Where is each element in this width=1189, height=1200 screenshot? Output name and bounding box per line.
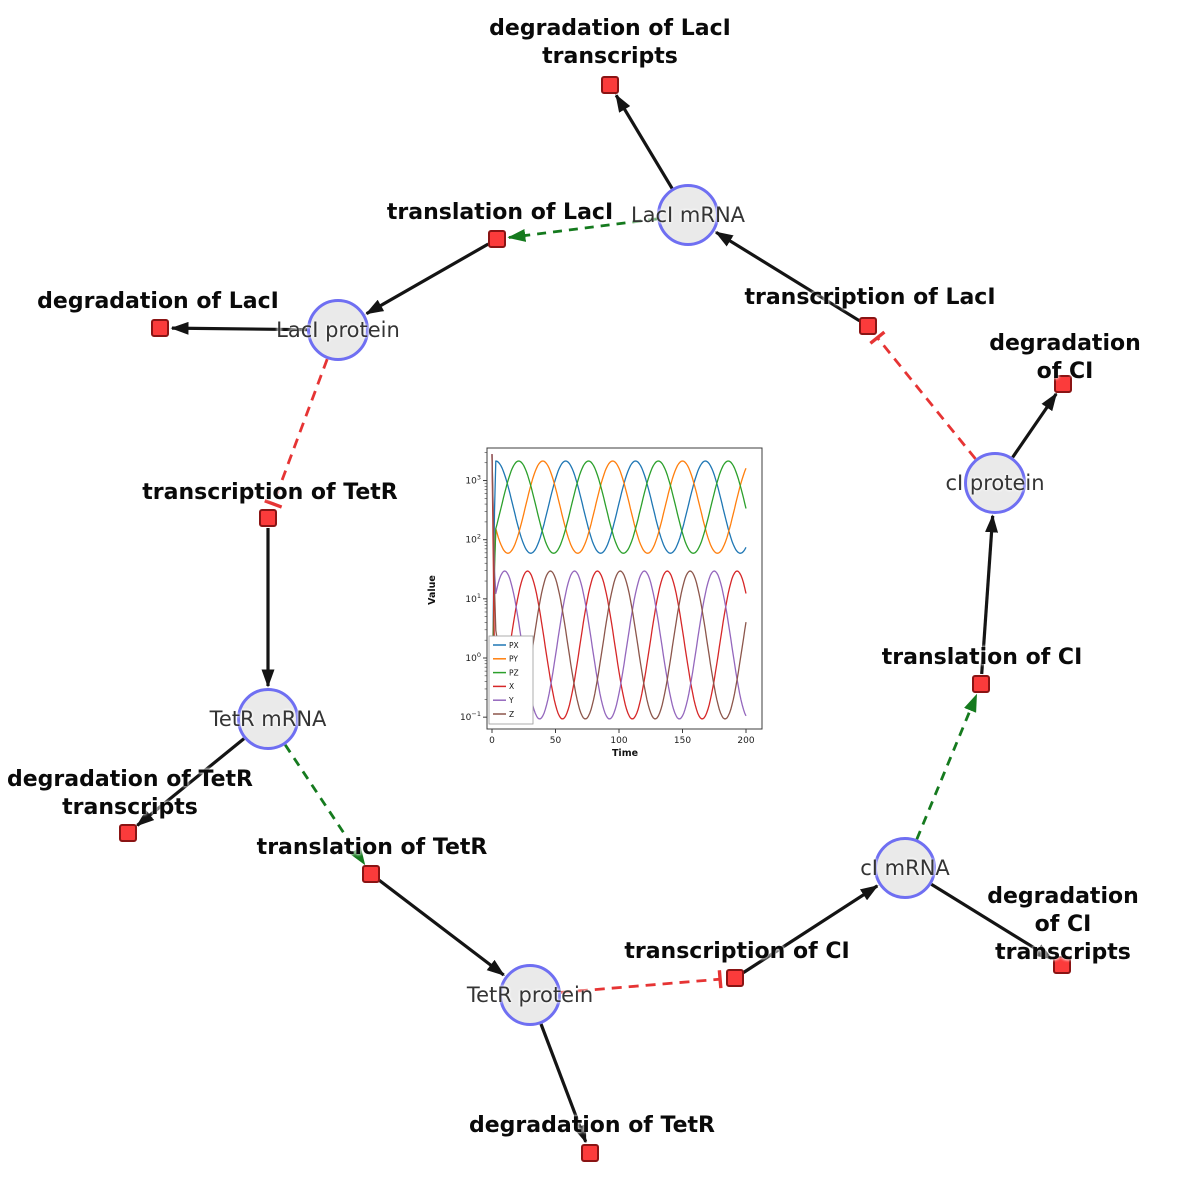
x-tick-label: 150 — [674, 736, 691, 746]
edge-transl_laci-to-laci_protein — [365, 242, 490, 315]
plot-frame — [486, 447, 763, 730]
edge-tetr_mrna-to-transl_tetr — [284, 744, 366, 866]
edge-txn_ci-to-ci_mrna — [742, 884, 879, 974]
x-tick-label: 50 — [550, 736, 562, 746]
edge-ci_mrna-to-deg_ci_tx — [930, 882, 1054, 961]
edge-tetr_mrna-to-deg_tetr_tx — [136, 737, 246, 827]
edge-ci_protein-to-txn_laci — [869, 330, 977, 460]
legend — [488, 635, 534, 725]
series-line-PY — [491, 460, 747, 713]
edge-laci_mrna-to-transl_laci — [507, 217, 658, 242]
x-tick-label: 100 — [610, 736, 627, 746]
legend-label-X: X — [509, 682, 514, 691]
x-axis-label: Time — [612, 748, 638, 759]
y-tick-label: 10−1 — [460, 710, 481, 723]
legend-label-PZ: PZ — [509, 668, 519, 677]
edge-laci_protein-to-deg_laci — [170, 321, 308, 335]
edge-transl_ci-to-ci_protein — [980, 514, 999, 675]
legend-label-Y: Y — [508, 696, 514, 705]
edge-ci_mrna-to-transl_ci — [915, 693, 978, 840]
y-tick-label: 100 — [465, 651, 481, 664]
legend-label-Z: Z — [509, 710, 514, 719]
series-line-Y — [491, 454, 747, 720]
edge-txn_laci-to-laci_mrna — [714, 230, 861, 323]
edge-ci_protein-to-deg_ci — [1011, 392, 1058, 459]
x-tick-label: 0 — [489, 736, 495, 746]
y-axis-label: Value — [427, 575, 438, 605]
series-line-PX — [491, 460, 747, 713]
series-line-Z — [491, 454, 747, 720]
y-tick-label: 101 — [465, 592, 481, 605]
edge-tetr_protein-to-deg_tetr — [539, 1023, 588, 1144]
series-line-PZ — [491, 460, 747, 713]
inset-chart: Time Value 10−1 100 101 102 103 0 50 100 150 200 P… — [423, 438, 775, 768]
legend-label-PX: PX — [509, 641, 519, 650]
y-tick-label: 102 — [465, 533, 481, 546]
legend-label-PY: PY — [509, 655, 518, 664]
edge-laci_protein-to-txn_tetr — [264, 358, 329, 509]
edge-transl_tetr-to-tetr_protein — [378, 878, 505, 977]
edge-tetr_protein-to-txn_ci — [560, 970, 723, 994]
x-tick-label: 200 — [737, 736, 754, 746]
edge-laci_mrna-to-deg_laci_tx — [614, 94, 674, 190]
series-line-X — [491, 454, 747, 720]
y-tick-label: 103 — [465, 474, 481, 487]
